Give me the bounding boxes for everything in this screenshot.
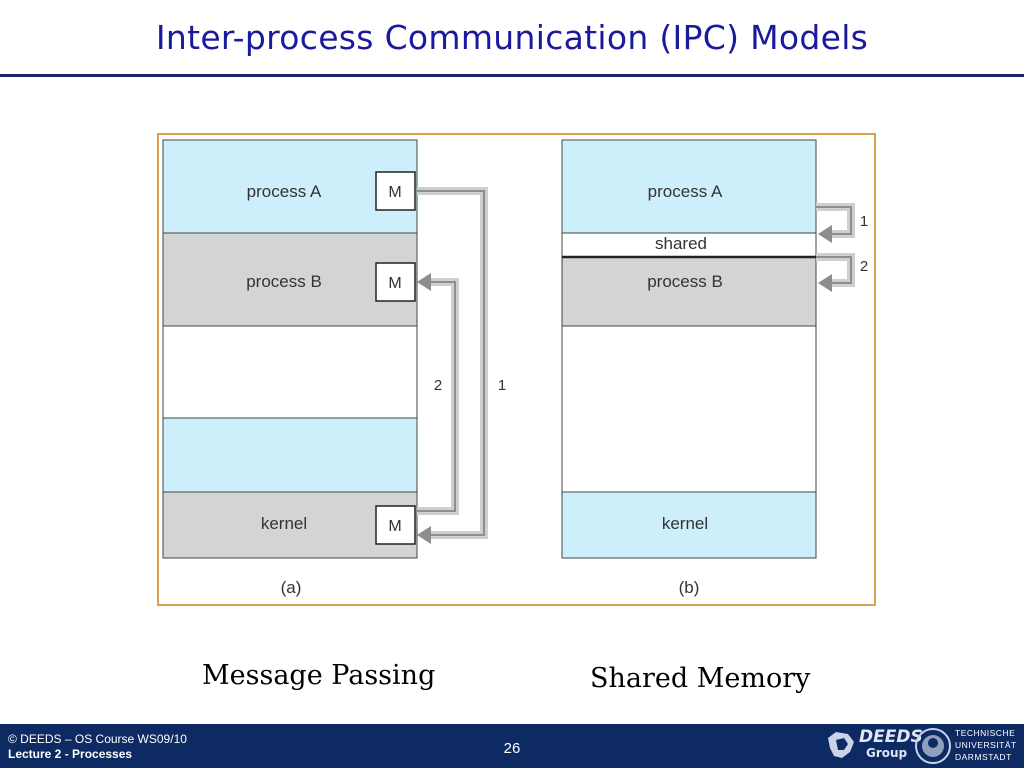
slide-title: Inter-process Communication (IPC) Models [155, 18, 869, 57]
panel-b-kernel-label: kernel [662, 514, 708, 533]
panel-b-process-b-label: process B [647, 272, 723, 291]
caption-shared-memory: Shared Memory [590, 663, 811, 694]
panel-a-process-a-label: process A [247, 182, 322, 201]
ipc-figure: process A process B kernel M M M 2 [157, 133, 876, 606]
panel-a: process A process B kernel M M M 2 [162, 139, 506, 597]
arrow-2-kernel-to-b [417, 273, 459, 515]
arrow-2-label: 2 [434, 377, 442, 394]
arrow-2-shared-to-b [816, 253, 855, 292]
message-box-process-b-label: M [388, 275, 401, 292]
panel-b-arrow-1-label: 1 [860, 213, 868, 230]
footer-course-info: © DEEDS – OS Course WS09/10 Lecture 2 - … [8, 732, 187, 762]
arrow-1-a-to-shared [816, 203, 855, 243]
panel-a-kernel-region [162, 491, 418, 559]
panel-b-shared-label: shared [655, 234, 707, 253]
tu-darmstadt-wordmark: TECHNISCHE UNIVERSITÄT DARMSTADT [955, 728, 1017, 762]
footer-bar: © DEEDS – OS Course WS09/10 Lecture 2 - … [0, 724, 1024, 768]
panel-b-shared-region [561, 232, 817, 258]
panel-b: process A shared process B kernel 1 2 (b… [561, 139, 868, 597]
panel-b-free-region [561, 325, 817, 493]
panel-a-free-region [162, 325, 418, 419]
panel-b-process-b-region [561, 256, 817, 327]
arrow-1-label: 1 [498, 377, 506, 394]
panel-b-arrow-2-label: 2 [860, 258, 868, 275]
deeds-logo-icon [828, 732, 854, 758]
panel-a-label: (a) [281, 578, 302, 597]
panel-b-process-a-region [561, 139, 817, 234]
panel-a-blue-region [162, 417, 418, 493]
panel-b-process-a-label: process A [648, 182, 723, 201]
message-box-kernel-label: M [388, 518, 401, 535]
caption-message-passing: Message Passing [202, 660, 436, 691]
ipc-diagram: process A process B kernel M M M 2 [162, 139, 868, 597]
message-box-process-b [375, 262, 416, 302]
footer-lecture: Lecture 2 - Processes [8, 747, 133, 761]
panel-a-process-b-label: process B [246, 272, 322, 291]
message-box-kernel [375, 505, 416, 545]
message-box-process-a [375, 171, 416, 211]
panel-b-label: (b) [679, 578, 700, 597]
deeds-logo-word: DEEDS [859, 727, 923, 747]
tu-darmstadt-seal-icon [915, 728, 951, 764]
arrow-1-a-to-kernel [417, 187, 488, 544]
panel-b-kernel-region [561, 491, 817, 559]
panel-a-process-b-region [162, 232, 418, 327]
footer-copyright: © DEEDS – OS Course WS09/10 [8, 732, 187, 746]
deeds-logo-sub: Group [866, 746, 908, 760]
title-divider [0, 74, 1024, 77]
panel-a-kernel-label: kernel [261, 514, 307, 533]
page-number: 26 [503, 740, 521, 757]
panel-a-process-a-region [162, 139, 418, 234]
message-box-process-a-label: M [388, 184, 401, 201]
